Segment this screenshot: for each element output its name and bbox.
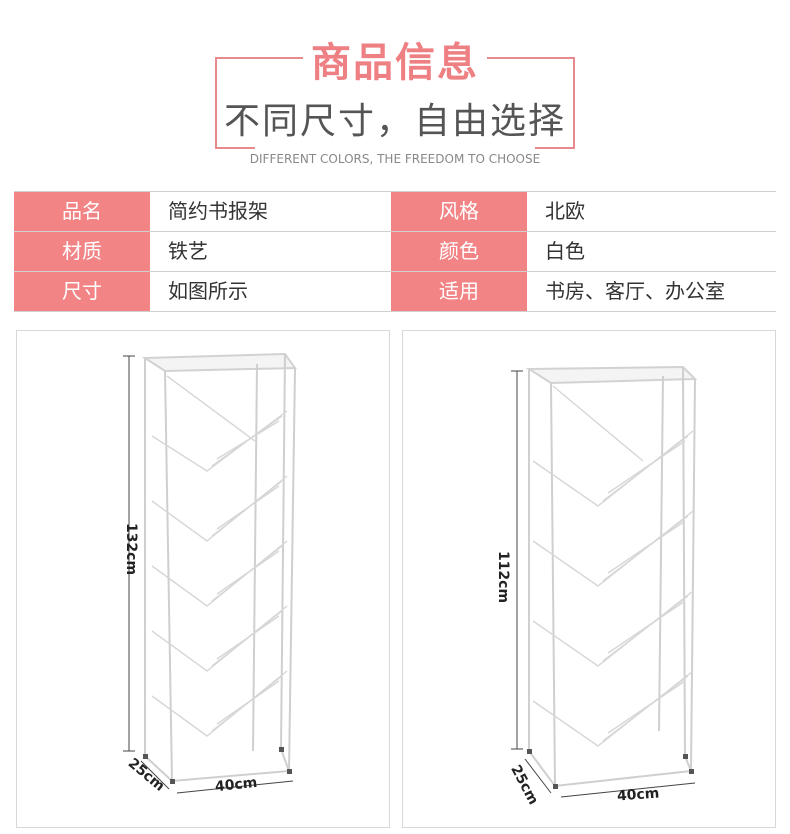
spec-label: 品名	[14, 192, 150, 231]
height-dimension-label: 112cm	[495, 550, 511, 604]
spec-value: 铁艺	[168, 239, 208, 263]
product-panel-small: 112cm 25cm 40cm	[402, 330, 776, 828]
product-panel-large: 132cm 25cm 40cm	[16, 330, 390, 828]
title-right-rule	[487, 57, 575, 59]
height-dimension-label: 132cm	[123, 522, 139, 576]
shelf-drawing-large	[123, 352, 297, 794]
spec-row: 尺寸 如图所示 适用 书房、客厅、办公室	[14, 272, 776, 312]
page-subtitle: 不同尺寸，自由选择	[223, 101, 566, 142]
spec-label: 适用	[391, 272, 527, 311]
spec-value: 白色	[545, 239, 585, 263]
spec-label: 颜色	[391, 232, 527, 271]
spec-label: 风格	[391, 192, 527, 231]
page-title: 商品信息	[311, 40, 479, 86]
page-subtitle-english: DIFFERENT COLORS, THE FREEDOM TO CHOOSE	[249, 152, 541, 166]
title-left-rule	[215, 57, 303, 59]
spec-label: 材质	[14, 232, 150, 271]
frame-left-rule	[215, 57, 217, 149]
spec-value: 如图所示	[168, 279, 248, 303]
frame-right-rule	[573, 57, 575, 149]
spec-table: 品名 简约书报架 风格 北欧 材质 铁艺 颜色 白色 尺寸 如图所示 适用 书房…	[14, 191, 776, 312]
spec-row: 品名 简约书报架 风格 北欧	[14, 192, 776, 232]
spec-value: 北欧	[545, 199, 585, 223]
shelf-drawing-small	[511, 365, 698, 798]
spec-label: 尺寸	[14, 272, 150, 311]
spec-value: 简约书报架	[168, 199, 268, 223]
frame-bottom-left-rule	[215, 147, 255, 149]
frame-bottom-right-rule	[535, 147, 575, 149]
spec-row: 材质 铁艺 颜色 白色	[14, 232, 776, 272]
spec-value: 书房、客厅、办公室	[545, 279, 725, 303]
header-banner: 商品信息 不同尺寸，自由选择 DIFFERENT COLORS, THE FRE…	[0, 0, 790, 180]
width-dimension-label: 40cm	[616, 785, 660, 805]
